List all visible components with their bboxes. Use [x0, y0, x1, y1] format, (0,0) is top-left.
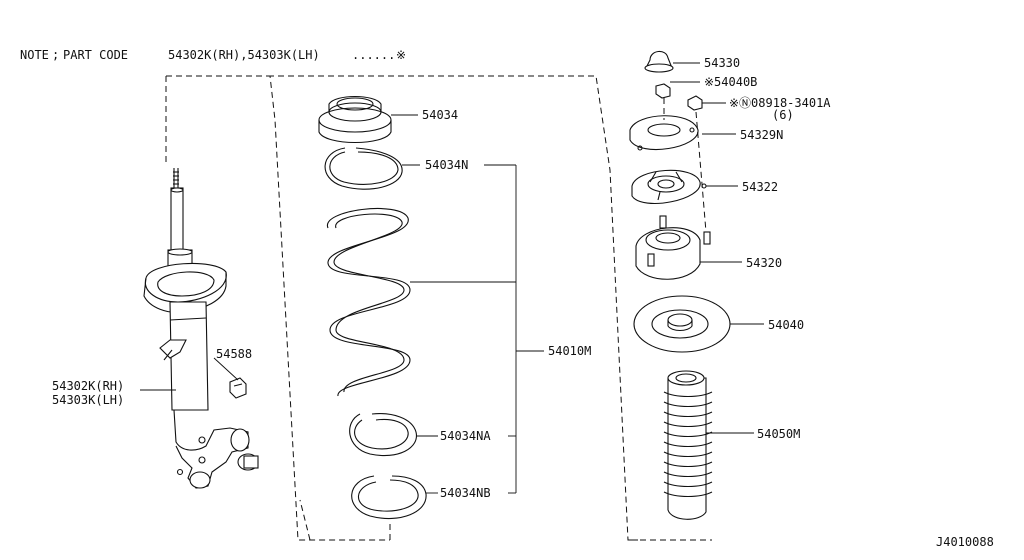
note-dots: ...... [352, 48, 395, 62]
note-prefix: NOTE [20, 48, 49, 62]
label-08918: ※Ⓝ08918-3401A [729, 96, 831, 110]
label-54034n: 54034N [425, 158, 468, 172]
label-54040: 54040 [768, 318, 804, 332]
note-mark: ※ [396, 48, 406, 62]
diagram-code: J4010088 [936, 535, 994, 549]
note-text: PART CODE [63, 48, 128, 62]
group-frames [165, 75, 712, 541]
label-54040b: ※54040B [704, 75, 757, 89]
label-54010m: 54010M [548, 344, 591, 358]
label-54329n: 54329N [740, 128, 783, 142]
label-54322: 54322 [742, 180, 778, 194]
note-line: NOTE ; PART CODE 54302K(RH),54303K(LH) .… [20, 48, 406, 62]
label-54588: 54588 [216, 347, 252, 361]
label-54050m: 54050M [757, 427, 800, 441]
label-54320: 54320 [746, 256, 782, 270]
strut-assembly [140, 168, 259, 489]
spring-group [318, 95, 544, 520]
mount-group [629, 50, 764, 520]
label-54034nb: 54034NB [440, 486, 491, 500]
note-separator: ; [52, 48, 59, 62]
label-54034na: 54034NA [440, 429, 491, 443]
note-codes: 54302K(RH),54303K(LH) [168, 48, 320, 62]
label-54330: 54330 [704, 56, 740, 70]
label-strut-lh: 54303K(LH) [52, 393, 124, 407]
label-strut-rh: 54302K(RH) [52, 379, 124, 393]
label-54034: 54034 [422, 108, 458, 122]
label-08918-qty: (6) [772, 108, 794, 122]
